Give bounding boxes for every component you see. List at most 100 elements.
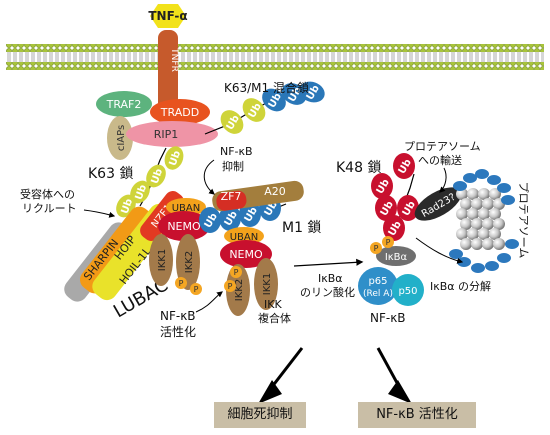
proteasome-cap-subunit (485, 261, 499, 271)
lubac-complex: SHARPIN HOIP HOIL-1L NZF1 (64, 191, 184, 302)
svg-text:UBAN: UBAN (172, 203, 201, 214)
proteasome-cap-subunit (497, 253, 511, 263)
proteasome-barrel (449, 169, 519, 273)
svg-text:Ub: Ub (168, 149, 184, 167)
proteasome-subunit (467, 208, 479, 220)
svg-text:P: P (386, 238, 391, 247)
left-ikk1: IKK1 (149, 234, 173, 286)
proteasome-subunit (489, 228, 501, 240)
ub-k48-3: Ub (375, 195, 397, 221)
svg-text:IKK1: IKK1 (157, 249, 168, 271)
proteasome-subunit (482, 198, 494, 210)
svg-text:cIAPs: cIAPs (116, 125, 127, 151)
left-uban: UBAN (166, 198, 206, 216)
proteasome-subunit (467, 188, 479, 200)
proteasome-cap-subunit (501, 195, 515, 205)
ikba-phospho-2: P (382, 236, 394, 248)
proteasome-subunit (482, 218, 494, 230)
proteasome-subunit (489, 208, 501, 220)
nfkb-inhibit-label-2: 抑制 (222, 159, 244, 173)
svg-text:RIP1: RIP1 (154, 128, 179, 141)
proteasome-subunit (460, 238, 472, 250)
zf7-label: ZF7 (221, 190, 242, 203)
tnf-alpha-ligand: TNF-α (148, 4, 188, 28)
proteasome-cap-subunit (487, 175, 501, 185)
right-uban: UBAN (224, 227, 264, 245)
svg-text:TRADD: TRADD (160, 106, 199, 119)
right-ikk1: IKK1 (254, 258, 278, 310)
nfkb-inhibit-label-1: NF-κB (220, 145, 253, 158)
ikk-complex-label-1: IKK (264, 298, 282, 311)
right-ikk2: IKK2 (226, 264, 250, 316)
svg-text:TRAF2: TRAF2 (106, 98, 142, 111)
recruit-arrow (83, 209, 116, 218)
svg-text:UBAN: UBAN (230, 232, 259, 243)
proteasome-subunit (467, 228, 479, 240)
svg-text:IKK2: IKK2 (234, 279, 245, 301)
ub-mixed-5: Ub (299, 81, 325, 103)
tnfr-receptor: TNFR (158, 30, 179, 112)
ub-k63-2: Ub (146, 164, 166, 188)
ikk-complex-label-2: 複合体 (258, 311, 291, 325)
svg-text:Ub: Ub (134, 183, 150, 201)
proteasome-cap-subunit (505, 239, 519, 249)
phosphorylation-arrow (293, 258, 364, 267)
svg-text:Ub: Ub (150, 167, 166, 185)
tnf-label: TNF-α (148, 9, 187, 23)
transport-arrow (439, 167, 447, 193)
ub-mixed-3: Ub (262, 88, 286, 112)
ub-k48-2: Ub (393, 153, 415, 179)
right-nemo: NEMO (220, 240, 272, 268)
proteasome-cap-subunit (457, 257, 471, 267)
svg-text:NEMO: NEMO (167, 220, 201, 233)
ub-k48-4: Ub (397, 195, 419, 221)
proteasome-cap-subunit (497, 183, 511, 193)
svg-text:p50: p50 (398, 286, 417, 297)
proteasome-subunit (471, 238, 483, 250)
outcome-nfkb-activation: NF-κB 活性化 (358, 402, 476, 428)
svg-text:P: P (194, 285, 199, 294)
left-phospho-2: P (190, 283, 202, 295)
proteasome-subunit (478, 188, 490, 200)
proteasome-transport-label-1: プロテアソーム (404, 140, 481, 153)
svg-text:NEMO: NEMO (229, 248, 263, 261)
proteasome-cap-subunit (475, 169, 489, 179)
ub-k63-3: Ub (130, 180, 150, 204)
proteasome-subunit (489, 188, 501, 200)
k48-chain: Ub Ub Ub Ub Ub (371, 153, 419, 243)
proteasome-subunit (460, 218, 472, 230)
k48-chain-label: K48 鎖 (336, 160, 381, 176)
nfkb-complex-label: NF-κB (370, 311, 406, 325)
ub-k48-1: Ub (371, 173, 393, 199)
ikba-phospho-1: P (370, 242, 382, 254)
k63-m1-mixed-chain: Ub Ub Ub Ub Ub (204, 81, 325, 135)
k63-m1-mixed-label: K63/M1 混合鎖 (224, 80, 309, 95)
proteasome-subunit (471, 198, 483, 210)
ub-k63-1: Ub (164, 146, 184, 170)
proteasome-cap-subunit (449, 249, 463, 259)
proteasome-subunit (471, 218, 483, 230)
degradation-arrow (415, 237, 464, 264)
svg-text:P: P (228, 282, 233, 291)
p50-protein: p50 (392, 274, 424, 306)
proteasome-label: プロテアソーム (517, 182, 530, 259)
left-nemo: NEMO (158, 211, 210, 241)
svg-text:p65: p65 (368, 276, 387, 287)
ub-k48-5: Ub (383, 215, 405, 241)
proteasome-cap-subunit (463, 173, 477, 183)
ub-mixed-2: Ub (242, 98, 266, 122)
rip1-protein: RIP1 (126, 121, 218, 147)
activation-arrow (195, 291, 223, 313)
ub-m1-1: Ub (199, 207, 221, 233)
proteasome-cap-subunit (453, 181, 467, 191)
proteasome-subunit (478, 208, 490, 220)
svg-text:P: P (374, 244, 379, 253)
proteasome-subunit (482, 238, 494, 250)
ciaps-protein: cIAPs (107, 116, 133, 160)
ikba-phos-label-1: IκBα (318, 272, 343, 285)
ikba-phos-label-2: のリン酸化 (300, 285, 355, 299)
proteasome-subunit (478, 228, 490, 240)
left-ikk2: IKK2 (176, 234, 200, 290)
inhibit-arrow (203, 159, 215, 195)
